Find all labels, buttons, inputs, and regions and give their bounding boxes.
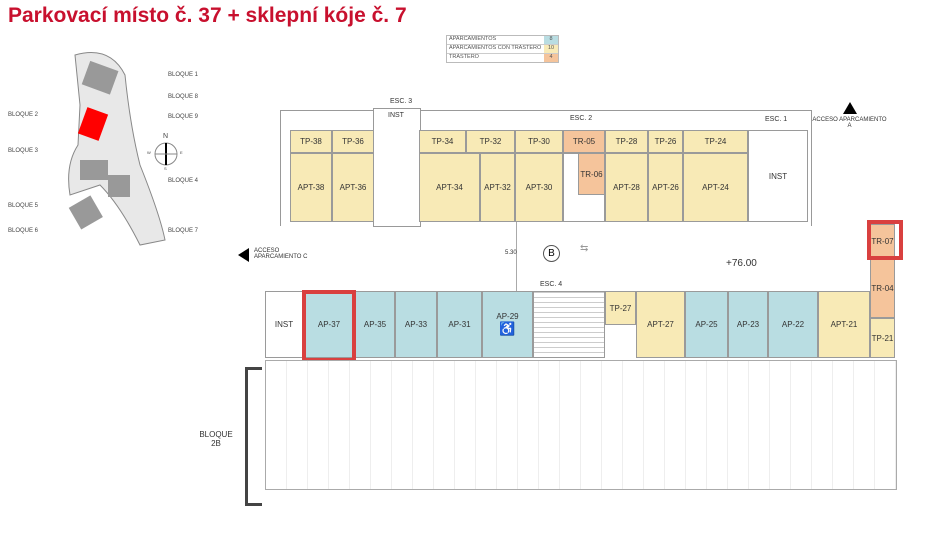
acceso-a-label: ACCESO APARCAMIENTO A	[812, 117, 887, 129]
esc2-label: ESC. 2	[570, 115, 593, 122]
unit-tr-05[interactable]: TR-05	[563, 130, 605, 153]
dimension-label: 5.30	[505, 250, 517, 256]
unit-tr-04[interactable]: TR-04	[870, 258, 895, 318]
unit-apt-32[interactable]: APT-32	[480, 153, 515, 222]
unit-tr-06[interactable]: TR-06	[578, 153, 605, 195]
wheelchair-icon: ♿	[499, 321, 516, 336]
two-way-arrows-icon: ⇆	[580, 243, 589, 254]
unit-ap-29[interactable]: AP-29♿	[482, 291, 533, 358]
site-plan-drawing	[68, 52, 178, 246]
esc4-stair	[533, 291, 605, 358]
highlight-tr-07	[867, 220, 903, 260]
inst-label: INST	[388, 112, 404, 119]
unit-tp-28[interactable]: TP-28	[605, 130, 648, 153]
unit-tr-07[interactable]: TR-07	[870, 224, 895, 258]
top-building-outline	[280, 110, 812, 226]
unit-apt-38[interactable]: APT-38	[290, 153, 332, 222]
unit-tp-24[interactable]: TP-24	[683, 130, 748, 153]
unit-apt-36[interactable]: APT-36	[332, 153, 374, 222]
esc4-label: ESC. 4	[540, 281, 563, 288]
unit-ap-22[interactable]: AP-22	[768, 291, 818, 358]
unit-tp-32[interactable]: TP-32	[466, 130, 515, 153]
acceso-c-label: ACCESO APARCAMIENTO C	[254, 248, 308, 260]
unit-tp-38[interactable]: TP-38	[290, 130, 332, 153]
esc3-core	[373, 108, 421, 227]
unit-tp-27[interactable]: TP-27	[605, 291, 636, 325]
unit-ap-33[interactable]: AP-33	[395, 291, 437, 358]
unit-inst-bottom: INST	[265, 291, 303, 358]
unit-tp-26[interactable]: TP-26	[648, 130, 683, 153]
triangle-left-icon	[238, 248, 249, 262]
highlight-ap-37	[302, 290, 356, 362]
site-map: N W E S BLOQUE 1 BLOQUE 8 BLOQUE 9 BLOQU…	[0, 45, 220, 250]
unit-ap-25[interactable]: AP-25	[685, 291, 728, 358]
bloque-bracket	[245, 367, 262, 506]
zone-label: B	[543, 245, 560, 262]
dimension-line	[516, 222, 517, 292]
page-title: Parkovací místo č. 37 + sklepní kóje č. …	[8, 4, 407, 27]
highlighted-block	[77, 107, 109, 141]
unit-apt-24[interactable]: APT-24	[683, 153, 748, 222]
unit-inst-top: INST	[748, 130, 808, 222]
unit-ap-35[interactable]: AP-35	[355, 291, 395, 358]
level-label: +76.00	[726, 258, 757, 269]
unit-apt-26[interactable]: APT-26	[648, 153, 683, 222]
esc3-label: ESC. 3	[390, 98, 413, 105]
unit-tp-36[interactable]: TP-36	[332, 130, 374, 153]
unit-tp-34[interactable]: TP-34	[419, 130, 466, 153]
unit-tp-30[interactable]: TP-30	[515, 130, 563, 153]
unit-apt-28[interactable]: APT-28	[605, 153, 648, 222]
esc1-label: ESC. 1	[765, 116, 788, 123]
unit-apt-27[interactable]: APT-27	[636, 291, 685, 358]
bloque-label: BLOQUE 2B	[199, 430, 233, 448]
unit-tp-21[interactable]: TP-21	[870, 318, 895, 358]
triangle-up-icon	[843, 102, 857, 114]
unit-apt-34[interactable]: APT-34	[419, 153, 480, 222]
unit-ap-31[interactable]: AP-31	[437, 291, 482, 358]
unit-apt-21[interactable]: APT-21	[818, 291, 870, 358]
unit-ap-23[interactable]: AP-23	[728, 291, 768, 358]
apartment-floor-sketch	[265, 360, 897, 490]
unit-apt-30[interactable]: APT-30	[515, 153, 563, 222]
